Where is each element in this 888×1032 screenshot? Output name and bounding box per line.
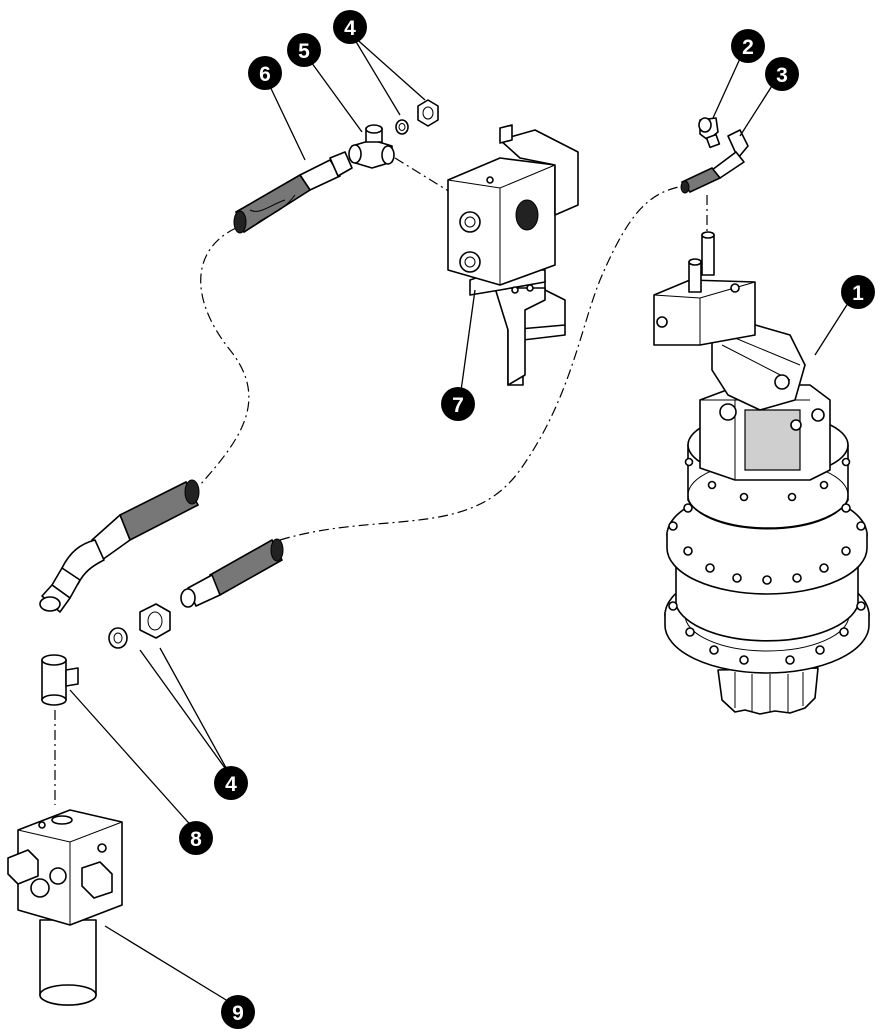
callout-2: 2: [731, 29, 765, 63]
callout-1: 1: [841, 275, 875, 309]
callout-label: 3: [776, 64, 788, 87]
small-hose: [680, 129, 749, 194]
leader-lines: [69, 34, 851, 1007]
callout-label: 8: [190, 828, 202, 851]
bent-hose-lower: [39, 479, 200, 613]
filter-assembly: [7, 809, 123, 1006]
callout-label: 4: [225, 773, 237, 796]
callout-5: 5: [287, 33, 321, 67]
swing-drive-gearbox: [653, 231, 870, 715]
callout-label: 6: [259, 63, 271, 86]
callout-3: 3: [765, 57, 799, 91]
callout-label: 7: [452, 394, 464, 417]
callout-label: 2: [742, 36, 754, 59]
callout-8: 8: [179, 821, 213, 855]
hose-top: [233, 151, 353, 234]
hose-routing-lines: [54, 157, 708, 805]
callout-7: 7: [441, 387, 475, 421]
callout-label: 5: [298, 40, 310, 63]
callout-label: 9: [232, 1002, 244, 1025]
tee-fitting-top: [348, 124, 395, 169]
valve-block-bracket: [447, 124, 579, 386]
flange-bolts: [668, 457, 866, 665]
hose-middle: [180, 538, 284, 608]
callout-label: 1: [852, 282, 864, 305]
callout-6: 6: [248, 56, 282, 90]
callout-label: 4: [344, 17, 356, 40]
callout-4-lower: 4: [214, 766, 248, 800]
callout-4-top: 4: [333, 10, 367, 44]
adapter-and-nut-lower: [108, 603, 171, 649]
callout-9: 9: [221, 995, 255, 1029]
tee-fitting-lower: [41, 654, 79, 706]
adapter-and-nut-top: [395, 99, 439, 135]
elbow-fitting: [698, 117, 721, 149]
